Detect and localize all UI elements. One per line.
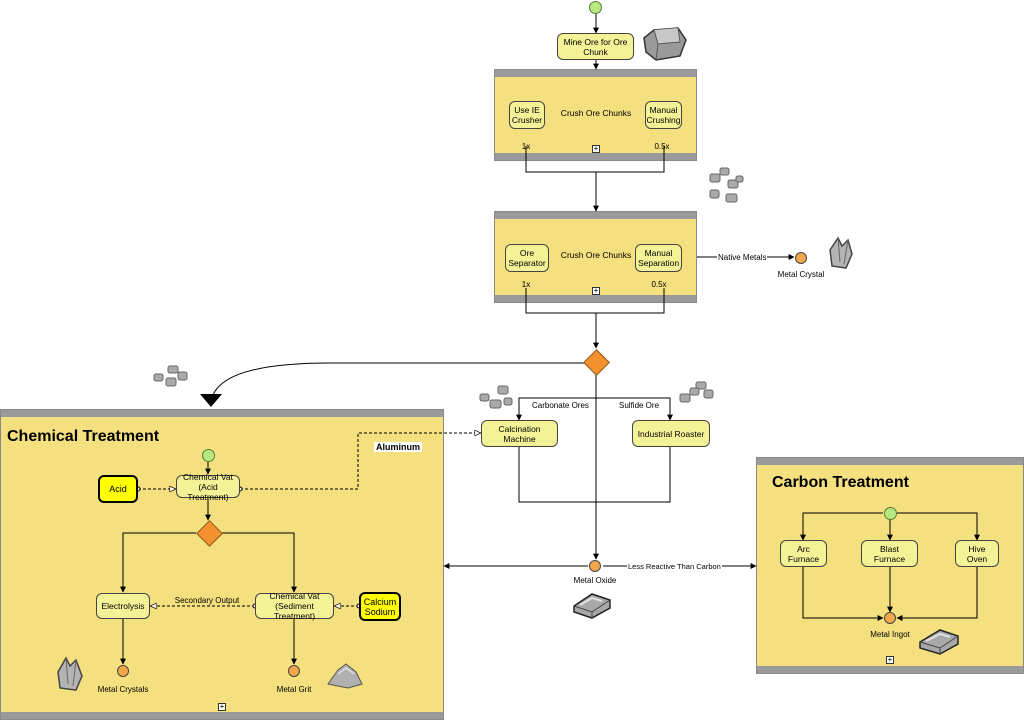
metal-crystals-end (117, 665, 129, 677)
secondary-output-label: Secondary Output (174, 596, 240, 605)
ingot-icon (573, 593, 611, 619)
blast-furnace-task[interactable]: Blast Furnace (861, 540, 918, 567)
calcium-sodium-input[interactable]: Calcium Sodium (359, 592, 401, 621)
metal-oxide-node (589, 560, 601, 572)
expand-icon[interactable]: + (592, 144, 600, 153)
ie-crusher-task[interactable]: Use IE Crusher (509, 101, 545, 129)
crystal-icon (57, 656, 83, 691)
ingot-icon (919, 629, 959, 655)
manual-separation-task[interactable]: Manual Separation (635, 244, 682, 272)
electrolysis-task[interactable]: Electrolysis (96, 593, 150, 619)
industrial-roaster-task[interactable]: Industrial Roaster (632, 420, 710, 447)
carbon-start-event (884, 507, 897, 520)
crush1-title: Crush Ore Chunks (560, 108, 632, 118)
crush2-right-rate: 0.5x (651, 280, 667, 289)
expand-icon[interactable]: + (218, 702, 226, 711)
arc-furnace-task[interactable]: Arc Furnace (780, 540, 827, 567)
manual-crushing-task[interactable]: Manual Crushing (645, 101, 682, 129)
aluminum-tag: Aluminum (374, 442, 422, 452)
expand-icon[interactable]: + (592, 286, 600, 295)
metal-ingot-label: Metal Ingot (870, 630, 910, 639)
ore-chunk-icon (643, 27, 687, 61)
metal-grit-end (288, 665, 300, 677)
grit-icon (327, 663, 363, 689)
ore-dust-icon (479, 385, 513, 409)
crystal-icon (829, 236, 853, 269)
metal-oxide-label: Metal Oxide (573, 576, 617, 585)
ore-dust-icon (679, 381, 714, 403)
metal-crystal-label: Metal Crystal (777, 270, 825, 279)
ore-type-gateway (583, 349, 610, 376)
start-event (589, 1, 602, 14)
metal-crystals-label: Metal Crystals (97, 685, 149, 694)
metal-ingot-end (884, 612, 896, 624)
less-reactive-label: Less Reactive Than Carbon (627, 562, 722, 571)
vat-acid-task[interactable]: Chemical Vat (Acid Treatment) (176, 472, 240, 502)
ore-separator-task[interactable]: Ore Separator (505, 244, 549, 272)
metal-crystal-end (795, 252, 807, 264)
expand-icon[interactable]: + (886, 655, 894, 664)
native-metals-label: Native Metals (717, 253, 768, 262)
ore-dust-icon (709, 167, 744, 203)
chemical-title: Chemical Treatment (7, 428, 160, 445)
hive-oven-task[interactable]: Hive Oven (955, 540, 999, 567)
mine-ore-task[interactable]: Mine Ore for Ore Chunk (557, 33, 634, 60)
vat-sediment-task[interactable]: Chemical Vat (Sediment Treatment) (255, 591, 334, 621)
acid-input[interactable]: Acid (98, 475, 138, 503)
sulfide-ore-label: Sulfide Ore (619, 401, 660, 410)
metal-grit-label: Metal Grit (276, 685, 312, 694)
chemical-start-event (202, 449, 215, 462)
ore-dust-icon (153, 365, 188, 387)
carbon-title: Carbon Treatment (772, 474, 909, 491)
crush2-left-rate: 1x (521, 280, 531, 289)
calcination-machine-task[interactable]: Calcination Machine (481, 420, 558, 447)
carbonate-ores-label: Carbonate Ores (532, 401, 589, 410)
crush1-right-rate: 0.5x (654, 142, 670, 151)
crush1-left-rate: 1x (521, 142, 531, 151)
crush2-title: Crush Ore Chunks (560, 250, 632, 260)
